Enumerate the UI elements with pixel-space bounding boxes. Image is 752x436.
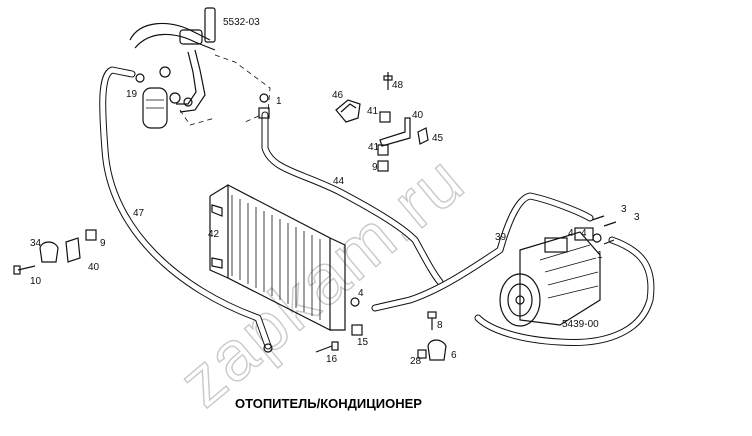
label-p41b: 41: [368, 142, 380, 153]
label-p1a: 1: [276, 96, 282, 107]
label-p10: 10: [30, 276, 42, 287]
label-p1b: 1: [597, 250, 603, 261]
label-p39: 39: [495, 232, 507, 243]
label-p16: 16: [326, 354, 338, 365]
label-p8: 8: [437, 320, 443, 331]
label-p34: 34: [30, 238, 42, 249]
ref-label-top: 5532-03: [223, 17, 260, 28]
ref-label-compressor: 5439-00: [562, 319, 599, 330]
label-p47: 47: [133, 208, 145, 219]
label-p45: 45: [432, 133, 444, 144]
brackets-and-clamps: [335, 72, 429, 172]
label-p28: 28: [410, 356, 422, 367]
left-bracket-group: [13, 229, 97, 275]
pipe-39: [371, 192, 655, 346]
label-p3b: 3: [634, 212, 640, 223]
pipe-47: [99, 66, 273, 353]
label-p40a: 40: [412, 110, 424, 121]
label-p40b: 40: [88, 262, 100, 273]
pipe-44: [258, 93, 444, 286]
receiver-drier-assembly: [129, 7, 271, 129]
label-p6: 6: [451, 350, 457, 361]
label-p48: 48: [392, 80, 404, 91]
label-p42: 42: [208, 229, 220, 240]
label-p19: 19: [126, 89, 138, 100]
part-labels: 5532-03 1 19 46 48 41 40 41 45 9 44 47 4…: [30, 17, 640, 367]
diagram-caption: ОТОПИТЕЛЬ/КОНДИЦИОНЕР: [235, 396, 422, 411]
label-p3a: 3: [621, 204, 627, 215]
label-p4a: 4: [358, 288, 364, 299]
label-p4b: 4: [568, 228, 574, 239]
fittings: [315, 215, 617, 361]
compressor: [499, 227, 601, 327]
condenser: [209, 184, 346, 331]
label-p15: 15: [357, 337, 369, 348]
label-p41a: 41: [367, 106, 379, 117]
label-p9b: 9: [100, 238, 106, 249]
label-p46: 46: [332, 90, 344, 101]
label-p4c: 4: [581, 228, 587, 239]
label-p44: 44: [333, 176, 345, 187]
label-p9a: 9: [372, 162, 378, 173]
